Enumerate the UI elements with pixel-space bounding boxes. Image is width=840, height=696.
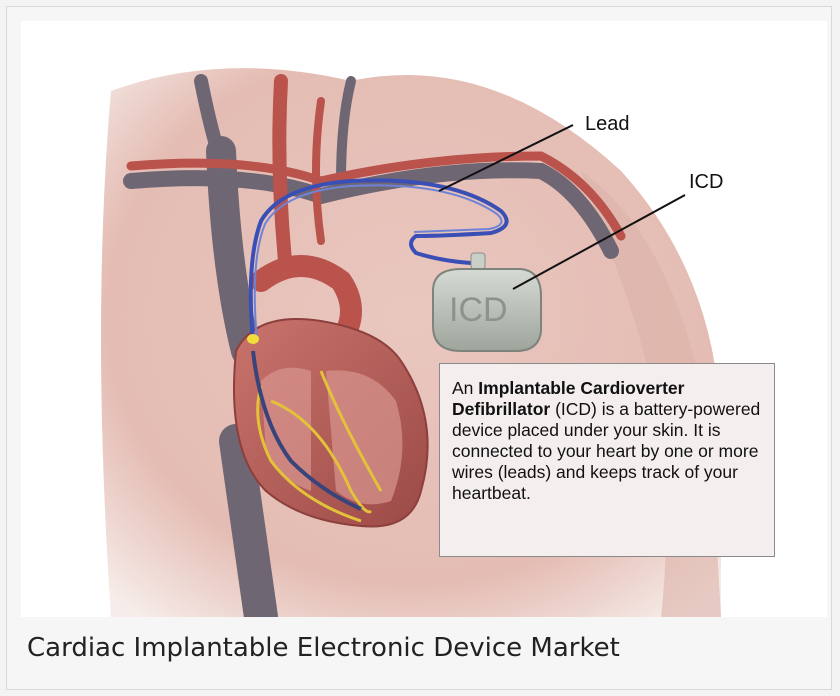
info-box: An Implantable Cardioverter Defibrillato… (439, 363, 775, 557)
image-caption: Cardiac Implantable Electronic Device Ma… (27, 633, 620, 663)
icd-label: ICD (689, 171, 723, 194)
device-text: ICD (449, 291, 508, 330)
icd-illustration: Lead ICD ICD An Implantable Cardioverter… (21, 21, 827, 617)
lead-label: Lead (585, 113, 630, 136)
info-prefix: An (452, 378, 478, 398)
image-card: Lead ICD ICD An Implantable Cardioverter… (6, 6, 832, 690)
